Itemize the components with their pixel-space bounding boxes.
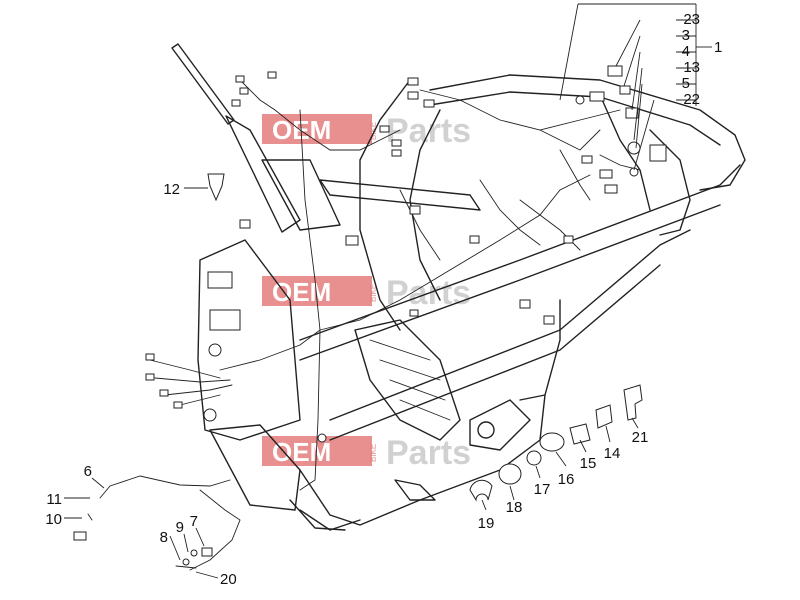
watermark-bike: BIKE [369, 444, 378, 462]
watermark-brand-a: OEM [272, 277, 331, 307]
callout-1: 1 [714, 39, 722, 56]
callout-8: 8 [160, 529, 168, 546]
callout-7: 7 [190, 513, 198, 530]
callout-15: 15 [580, 455, 597, 472]
callout-5: 5 [682, 75, 690, 92]
callout-19: 19 [478, 515, 495, 532]
callout-4: 4 [682, 43, 690, 60]
callout-12: 12 [163, 181, 180, 198]
watermark-brand-b: Parts [386, 434, 471, 472]
watermark-bike: BIKE [369, 122, 378, 140]
scooter-frame [171, 43, 746, 531]
callout-11: 11 [46, 491, 62, 508]
callout-23: 23 [683, 11, 700, 28]
callouts: 1 3 4 5 6 7 8 9 10 11 12 13 14 15 16 17 … [45, 11, 722, 588]
callout-21: 21 [632, 429, 649, 446]
connectors [145, 65, 667, 443]
callout-18: 18 [506, 499, 523, 516]
watermark-middle: OEM BIKE Parts [262, 274, 471, 312]
watermark-top: OEM BIKE Parts [262, 112, 471, 150]
leader-lines [64, 3, 712, 579]
loose-parts [73, 173, 643, 571]
callout-10: 10 [45, 511, 62, 528]
callout-6: 6 [84, 463, 92, 480]
callout-16: 16 [558, 471, 575, 488]
callout-3: 3 [682, 27, 690, 44]
callout-9: 9 [176, 519, 184, 536]
callout-13: 13 [683, 59, 700, 76]
callout-22: 22 [683, 91, 700, 108]
callout-17: 17 [534, 481, 551, 498]
callout-20: 20 [220, 571, 237, 588]
callout-14: 14 [604, 445, 621, 462]
watermark-bike: BIKE [369, 284, 378, 302]
